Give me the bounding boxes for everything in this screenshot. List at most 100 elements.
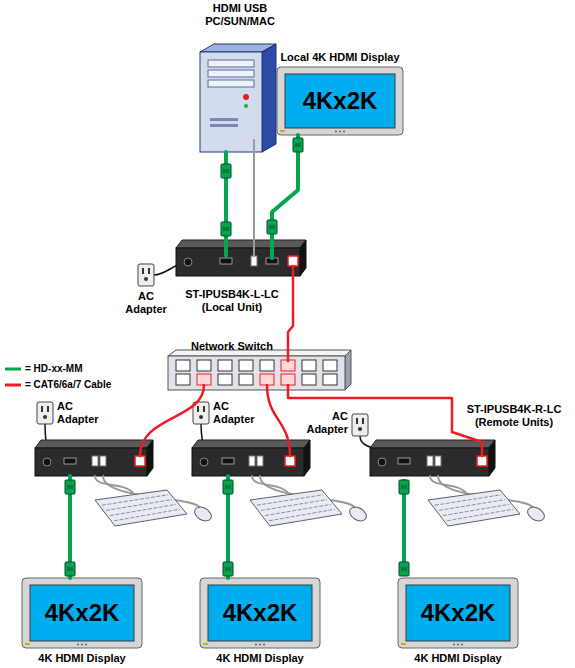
keyboard <box>250 490 342 526</box>
key-row <box>106 500 172 511</box>
outlet-ground <box>358 427 362 431</box>
adapter-label: AC Adapter <box>213 400 255 426</box>
usb-cable <box>253 140 255 162</box>
indicator-dot <box>335 131 337 133</box>
swatch-line <box>5 368 21 371</box>
monitor-screen <box>208 585 312 641</box>
hdmi-plug <box>65 562 75 576</box>
legend-swatch <box>4 364 22 374</box>
hdmi-cable <box>224 236 228 256</box>
vent <box>210 118 238 121</box>
key-row <box>439 500 505 511</box>
unit-side <box>147 440 153 476</box>
node-label: 4K HDMI Display <box>38 652 125 665</box>
switch-side <box>345 350 351 390</box>
network-cable <box>292 266 295 318</box>
switch-port <box>197 360 211 371</box>
drive-bay <box>208 80 254 87</box>
usb-port <box>435 456 441 466</box>
screen-text: 4Kx2K <box>223 599 298 627</box>
mouse <box>192 504 214 523</box>
plug-grip <box>401 485 407 489</box>
cable-connector <box>288 394 452 402</box>
ac-outlet <box>37 402 53 424</box>
monitor-frame <box>277 67 403 135</box>
indicator-dot <box>457 644 459 646</box>
unit-front <box>192 448 304 476</box>
hdmi-plug <box>221 164 231 178</box>
screen-text: 4Kx2K <box>421 599 496 627</box>
switch-port <box>323 374 337 385</box>
unit-front <box>35 448 147 476</box>
node-label: Network Switch <box>191 340 273 353</box>
hdmi-plug <box>399 562 409 576</box>
usb-port <box>251 256 257 266</box>
switch-body <box>168 356 345 390</box>
indicator-dot <box>81 644 83 646</box>
hdmi-plug <box>223 480 233 494</box>
node-label: HDMI USB PC/SUN/MAC <box>205 2 275 28</box>
outlet-ground <box>199 415 203 419</box>
plug-grip <box>67 485 73 489</box>
outlet-slot <box>41 406 43 412</box>
key-row <box>447 509 513 521</box>
network-cable <box>287 385 290 394</box>
key-row <box>435 495 501 505</box>
usb-port <box>427 456 433 466</box>
plug-grip <box>295 143 301 147</box>
outlet-slot <box>148 268 150 274</box>
hdmi-port <box>222 458 234 464</box>
key-row <box>261 500 327 511</box>
switch-port <box>260 360 274 371</box>
dc-jack <box>43 458 51 466</box>
plug-grip <box>225 567 231 571</box>
legend-text: = CAT6/6a/7 Cable <box>25 379 111 391</box>
plug-grip <box>223 169 229 173</box>
hdmi-port <box>398 458 410 464</box>
hdmi-plug <box>223 562 233 576</box>
plug-grip <box>269 225 275 229</box>
remote-display: 4Kx2K4K HDMI Display <box>20 576 144 666</box>
adapter-label: AC Adapter <box>125 290 167 316</box>
hdmi-cable <box>224 152 228 162</box>
outlet-slot <box>203 406 205 412</box>
power-button <box>25 643 30 645</box>
key-row <box>265 504 331 515</box>
dc-jack <box>184 258 192 266</box>
usb-port <box>249 456 255 466</box>
monitor-frame <box>22 578 142 648</box>
indicator-dot <box>77 644 79 646</box>
switch-port <box>302 360 316 371</box>
keyboard <box>428 490 520 526</box>
vent <box>210 124 238 127</box>
keyboard <box>95 490 187 526</box>
hdmi-plug <box>293 138 303 152</box>
monitor-screen <box>285 74 395 128</box>
cable-connector <box>288 318 293 338</box>
unit-side <box>304 440 310 476</box>
remote-display: 4Kx2K4K HDMI Display <box>198 576 322 666</box>
monitor-frame <box>200 578 320 648</box>
usb-cable <box>252 476 288 493</box>
activity-led <box>244 104 248 108</box>
local-display: Local 4K HDMI Display 4Kx2K <box>275 50 405 138</box>
switch-port <box>323 360 337 371</box>
key-row <box>269 509 335 521</box>
node-label: ST-IPUSB4K-R-LC (Remote Units) <box>458 403 570 429</box>
remote-unit: ST-IPUSB4K-R-LC (Remote Units) <box>368 402 570 479</box>
usb-port <box>257 456 263 466</box>
outlet-slot <box>356 418 358 424</box>
node-label: Local 4K HDMI Display <box>280 51 399 64</box>
switch-port <box>239 360 253 371</box>
switch-port <box>176 360 190 371</box>
plug-grip <box>223 227 229 231</box>
key-row <box>102 495 168 505</box>
outlet-slot <box>362 418 364 424</box>
network-cable <box>140 385 204 456</box>
unit-top <box>176 240 306 248</box>
rj45-port <box>285 456 295 466</box>
screen-text: 4Kx2K <box>303 87 378 115</box>
switch-port <box>239 374 253 385</box>
